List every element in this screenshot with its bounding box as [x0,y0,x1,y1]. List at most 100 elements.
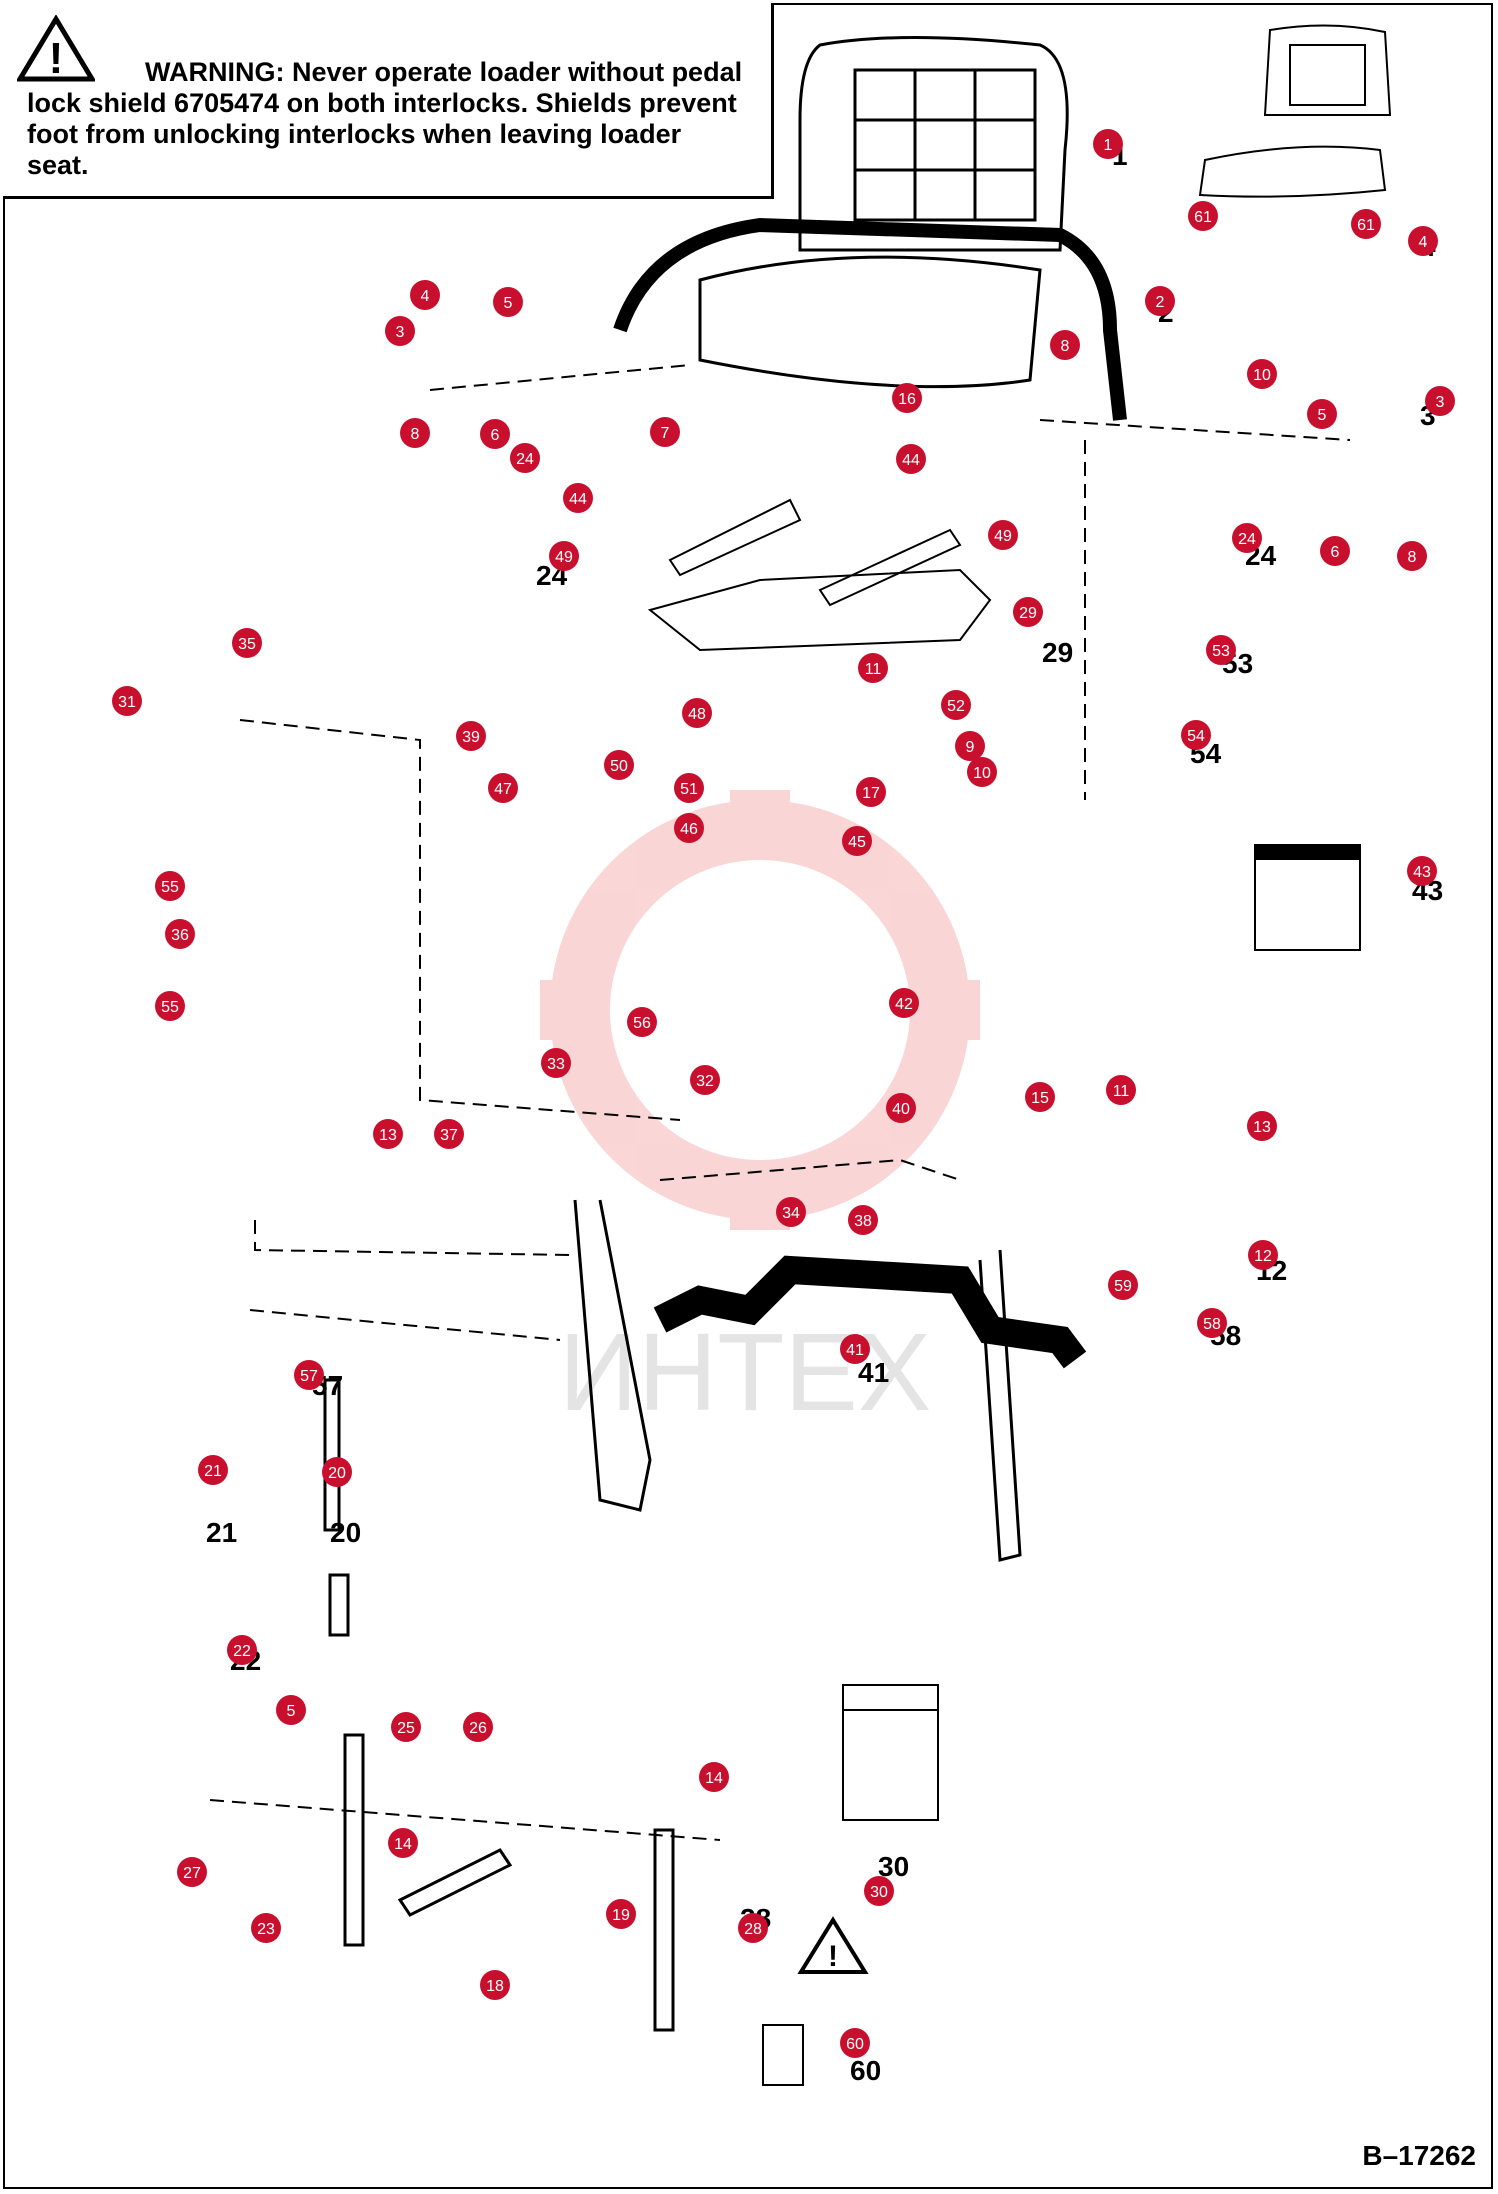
lift-arm-bar [653,1255,1087,1369]
svg-text:24: 24 [516,451,534,468]
callout-10: 10 [1247,359,1277,389]
seat-small [1198,24,1392,198]
callout-5c: 5 [276,1695,306,1725]
svg-text:31: 31 [118,694,136,711]
svg-text:57: 57 [300,1368,318,1385]
svg-text:47: 47 [494,781,512,798]
svg-text:38: 38 [854,1213,872,1230]
callout-42: 42 [889,988,919,1018]
callout-57: 57 [294,1360,324,1390]
callout-45: 45 [842,826,872,856]
decal-30 [842,1684,939,1821]
callout-54: 54 [1181,720,1211,750]
callout-38: 38 [848,1205,878,1235]
callout-1: 1 [1093,129,1123,159]
callout-36: 36 [165,919,195,949]
svg-text:30: 30 [870,1884,888,1901]
callout-13b: 13 [1247,1111,1277,1141]
decal-43 [1254,844,1361,951]
callout-33: 33 [541,1048,571,1078]
lower-linkage [323,1378,675,2032]
callout-26: 26 [463,1712,493,1742]
warning-triangle-icon: ! [17,15,95,83]
svg-text:20: 20 [330,1517,361,1548]
callout-58: 58 [1197,1308,1227,1338]
callout-24b: 24 [1232,523,1262,553]
callout-49a: 49 [988,520,1018,550]
svg-text:44: 44 [569,491,587,508]
callout-16: 16 [892,383,922,413]
callout-49b: 49 [549,541,579,571]
svg-text:6: 6 [491,427,500,444]
svg-text:2: 2 [1156,294,1165,311]
callout-15: 15 [1025,1082,1055,1112]
callout-25: 25 [391,1712,421,1742]
svg-text:22: 22 [233,1643,251,1660]
svg-text:43: 43 [1413,864,1431,881]
svg-text:5: 5 [504,295,513,312]
svg-text:5: 5 [287,1703,296,1720]
callout-60: 60 [840,2028,870,2058]
svg-text:17: 17 [862,785,880,802]
watermark-text: ИНТЕХ [559,1311,931,1434]
svg-text:60: 60 [850,2055,881,2086]
svg-text:3: 3 [396,324,405,341]
callout-9: 9 [955,731,985,761]
svg-text:46: 46 [680,821,698,838]
callout-20: 20 [322,1457,352,1487]
callout-32: 32 [690,1065,720,1095]
svg-text:56: 56 [633,1015,651,1032]
svg-text:33: 33 [547,1056,565,1073]
svg-text:41: 41 [846,1342,864,1359]
callout-34: 34 [776,1197,806,1227]
callout-51: 51 [674,773,704,803]
svg-text:45: 45 [848,834,866,851]
callout-24c: 24 [510,443,540,473]
callout-46: 46 [674,813,704,843]
callout-59: 59 [1108,1270,1138,1300]
svg-text:13: 13 [1253,1119,1271,1136]
callout-31: 31 [112,686,142,716]
callout-35: 35 [232,628,262,658]
svg-text:21: 21 [206,1517,237,1548]
svg-text:44: 44 [902,452,920,469]
svg-text:14: 14 [705,1770,723,1787]
svg-text:60: 60 [846,2036,864,2053]
callout-6b: 6 [1320,536,1350,566]
svg-text:20: 20 [328,1465,346,1482]
svg-text:6: 6 [1331,544,1340,561]
svg-text:4: 4 [421,288,430,305]
svg-text:37: 37 [440,1127,458,1144]
svg-text:53: 53 [1212,643,1230,660]
callout-17: 17 [856,777,886,807]
svg-text:!: ! [828,1940,838,1973]
svg-text:36: 36 [171,927,189,944]
svg-text:61: 61 [1357,217,1375,234]
callout-8c: 8 [400,418,430,448]
callout-11a: 11 [858,653,888,683]
decal-60 [762,2024,804,2086]
svg-text:35: 35 [238,636,256,653]
callout-2: 2 [1145,286,1175,316]
svg-text:25: 25 [397,1720,415,1737]
callout-4: 4 [410,280,440,310]
callout-50: 50 [604,750,634,780]
svg-text:3: 3 [1436,394,1445,411]
svg-text:7: 7 [661,425,670,442]
warning-text: WARNING: Never operate loader without pe… [27,57,743,180]
svg-text:8: 8 [1408,549,1417,566]
svg-text:55: 55 [161,879,179,896]
callout-22: 22 [227,1635,257,1665]
callout-48: 48 [682,698,712,728]
svg-text:19: 19 [612,1907,630,1924]
svg-text:21: 21 [204,1463,222,1480]
svg-text:14: 14 [394,1836,412,1853]
svg-text:32: 32 [696,1073,714,1090]
document-code: B–17262 [1362,2140,1476,2171]
callout-19: 19 [606,1899,636,1929]
svg-text:59: 59 [1114,1278,1132,1295]
callout-40: 40 [886,1093,916,1123]
callout-44a: 44 [896,444,926,474]
callout-21: 21 [198,1455,228,1485]
callout-5b: 5 [1307,399,1337,429]
